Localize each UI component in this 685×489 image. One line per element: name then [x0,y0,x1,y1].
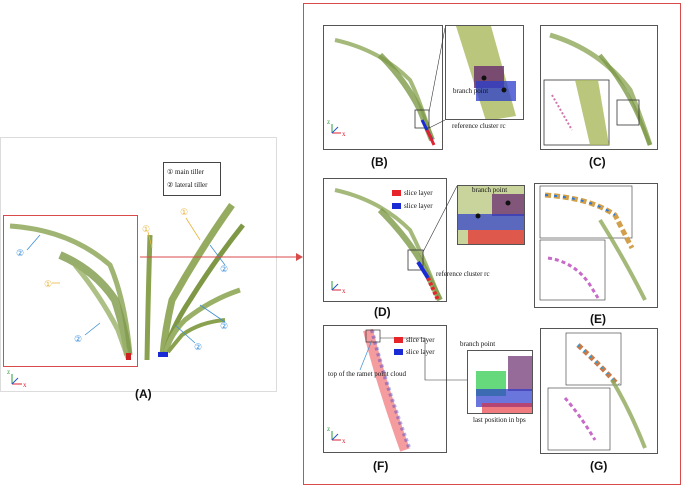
axis-f-z: z [327,425,331,433]
panel-f-zoom [467,350,533,414]
legend-lateral-tiller: ② lateral tiller [167,181,208,189]
label-c: (C) [589,155,606,169]
top-of-ramet-label: top of the ramet point cloud [328,370,406,378]
marker-lateral-3: ② [220,264,229,274]
detail-frame [303,3,681,485]
axis-f-x: x [342,437,346,445]
axis-a-z: z [7,368,11,376]
marker-lateral-5: ② [194,342,203,352]
marker-lateral-1: ② [16,248,25,258]
marker-main-3: ① [180,207,189,217]
panel-d-zoom [457,185,525,245]
label-e: (E) [590,312,606,326]
label-g: (G) [590,459,608,473]
panel-a-selection-box [3,215,138,367]
marker-main-1: ① [44,279,53,289]
panel-b [323,25,443,150]
reference-cluster-d: reference cluster rc [436,270,490,278]
slice-layer-d-1: slice layer [404,189,433,197]
legend-main-tiller: ① main tiller [167,168,204,176]
slice-layer-f-2: slice layer [406,348,435,356]
branch-point-d: branch point [472,186,508,194]
slice-layer-f-1: slice layer [406,336,435,344]
reference-cluster-b: reference cluster rc [452,122,506,130]
panel-f [323,325,447,453]
label-d: (D) [374,305,391,319]
panel-d-zoom-cloud [458,186,524,244]
panel-a [0,137,277,392]
marker-lateral-2: ② [74,334,83,344]
branch-point-b: branch point [453,87,489,95]
marker-lateral-4: ② [220,321,229,331]
panel-d [323,178,447,302]
slice-layer-d-2: slice layer [404,202,433,210]
panel-b-zoom-cloud [456,26,516,119]
panel-f-zoom-cloud [476,356,532,413]
axis-b-z: z [327,118,331,126]
label-f: (F) [373,459,389,473]
label-a: (A) [135,387,152,401]
panel-b-zoom [445,25,524,120]
last-position-label: last position in bps [473,416,526,424]
label-b: (B) [371,155,388,169]
axis-b-x: x [342,130,346,138]
axis-d-x: x [342,287,346,295]
legend-a: ① main tiller ② lateral tiller [163,162,221,196]
branch-point-f: branch point [460,340,496,348]
marker-main-2: ① [142,224,151,234]
axis-a-x: x [23,381,27,389]
